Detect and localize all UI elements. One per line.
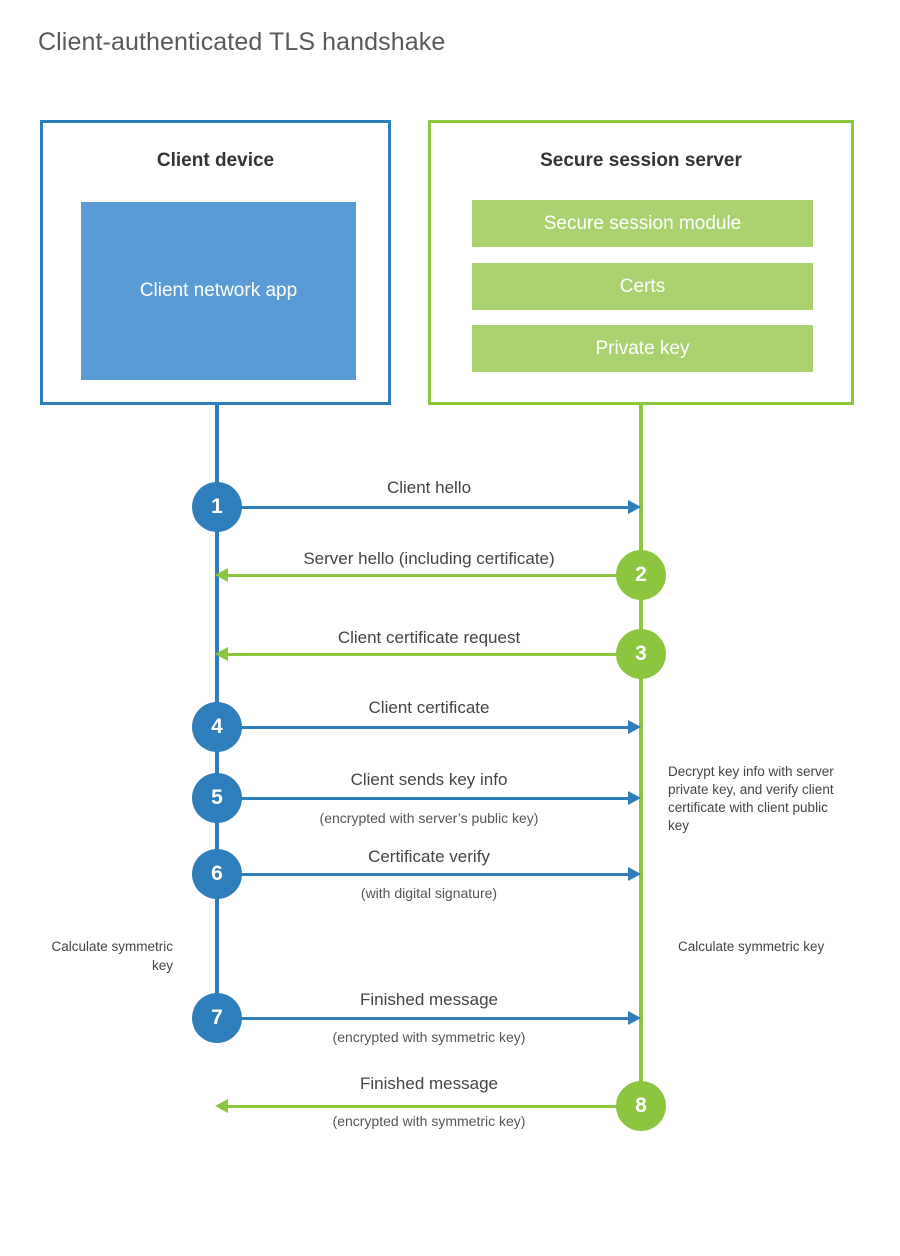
step-8-label: Finished message (360, 1074, 498, 1093)
step-8-arrowhead-icon (215, 1099, 228, 1113)
step-3-arrowhead-icon (215, 647, 228, 661)
step-4-circle[interactable]: 4 (192, 702, 242, 752)
step-5-arrow-line (217, 797, 630, 800)
server-block-secure-session-module: Secure session module (472, 200, 813, 247)
step-7-arrow-line (217, 1017, 630, 1020)
step-4-arrowhead-icon (628, 720, 641, 734)
step-2-label: Server hello (including certificate) (303, 549, 555, 568)
step-1-label: Client hello (386, 478, 472, 497)
server-block-private-key: Private key (472, 325, 813, 372)
server-block-certs: Certs (472, 263, 813, 310)
step-8-sublabel: (encrypted with symmetric key) (332, 1113, 526, 1129)
secure-session-server-box: Secure session server Secure session mod… (428, 120, 854, 405)
step-8-arrow-line (228, 1105, 641, 1108)
step-7-circle[interactable]: 7 (192, 993, 242, 1043)
step-5-circle[interactable]: 5 (192, 773, 242, 823)
step-1-arrow-line (217, 506, 630, 509)
step-5-sublabel: (encrypted with server’s public key) (319, 810, 539, 826)
step-4-arrow-line (217, 726, 630, 729)
step-7-arrowhead-icon (628, 1011, 641, 1025)
step-3-circle[interactable]: 3 (616, 629, 666, 679)
step-6-label: Certificate verify (368, 847, 490, 866)
step-6-sublabel: (with digital signature) (360, 885, 498, 901)
step-2-arrow-line (228, 574, 641, 577)
step-1-circle[interactable]: 1 (192, 482, 242, 532)
step-4-label: Client certificate (368, 698, 490, 717)
page-title: Client-authenticated TLS handshake (38, 28, 446, 56)
step-3-label: Client certificate request (337, 628, 521, 647)
server-lifeline (639, 405, 643, 1107)
step-6-arrow-line (217, 873, 630, 876)
note-decrypt-key-info: Decrypt key info with server private key… (668, 764, 834, 833)
client-device-title: Client device (156, 150, 275, 171)
step-5-label: Client sends key info (350, 770, 508, 789)
note-calculate-symmetric-key-server: Calculate symmetric key (678, 939, 825, 954)
step-6-circle[interactable]: 6 (192, 849, 242, 899)
step-7-sublabel: (encrypted with symmetric key) (332, 1029, 526, 1045)
step-2-circle[interactable]: 2 (616, 550, 666, 600)
note-calculate-symmetric-key-client: Calculate symmetric key (51, 939, 173, 973)
client-device-box: Client device Client network app (40, 120, 391, 405)
client-network-app-block: Client network app (81, 202, 356, 380)
step-6-arrowhead-icon (628, 867, 641, 881)
step-3-arrow-line (228, 653, 641, 656)
step-7-label: Finished message (360, 990, 498, 1009)
step-8-circle[interactable]: 8 (616, 1081, 666, 1131)
step-5-arrowhead-icon (628, 791, 641, 805)
step-1-arrowhead-icon (628, 500, 641, 514)
secure-session-server-title: Secure session server (540, 150, 742, 171)
step-2-arrowhead-icon (215, 568, 228, 582)
